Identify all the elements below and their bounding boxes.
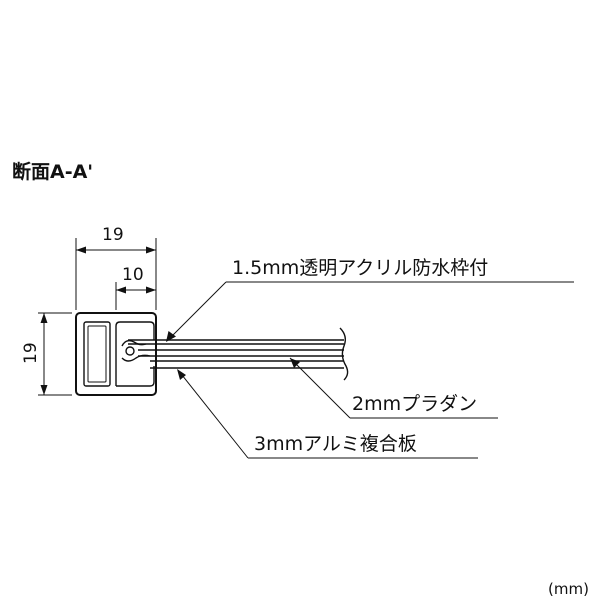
leader-arrow — [290, 358, 300, 368]
leader-line — [167, 281, 227, 341]
leader-line — [289, 357, 351, 419]
break-line — [339, 327, 349, 381]
frame-profile — [75, 312, 157, 396]
arrow-right — [146, 246, 156, 254]
leader-arrow — [177, 369, 186, 380]
gasket-bead — [125, 346, 135, 356]
callout-aluminum: 3mmアルミ複合板 — [177, 369, 478, 459]
unit-label: (mm) — [548, 580, 589, 598]
dim-width-outer-value: 19 — [102, 225, 124, 245]
arrow-inner-right — [146, 286, 156, 294]
frame-channel-bottom — [116, 366, 155, 387]
callout-plastic-label: 2mmプラダン — [352, 393, 477, 415]
dim-height-value: 19 — [21, 342, 41, 364]
leader-arrow — [166, 331, 176, 342]
callout-aluminum-label: 3mmアルミ複合板 — [254, 433, 417, 455]
frame-chamber-left — [83, 321, 111, 387]
dim-width-inner-value: 10 — [122, 265, 144, 285]
leader-line — [177, 369, 249, 459]
dim-width-inner: 10 — [115, 265, 156, 310]
callout-acrylic-label: 1.5mm透明アクリル防水枠付 — [232, 257, 488, 279]
callout-plastic: 2mmプラダン — [289, 357, 498, 419]
callout-acrylic: 1.5mm透明アクリル防水枠付 — [166, 257, 574, 342]
arrow-inner-left — [116, 286, 126, 294]
panel-layers — [128, 327, 349, 381]
arrow-top — [40, 313, 48, 323]
frame-channel — [115, 321, 155, 386]
dim-width-outer: 19 — [75, 225, 157, 310]
dim-height: 19 — [21, 312, 72, 396]
section-title: 断面A-A' — [12, 160, 93, 183]
arrow-bottom — [40, 385, 48, 395]
frame-chamber-left-inner — [87, 325, 107, 383]
arrow-left — [76, 246, 86, 254]
frame-outer — [75, 312, 157, 396]
